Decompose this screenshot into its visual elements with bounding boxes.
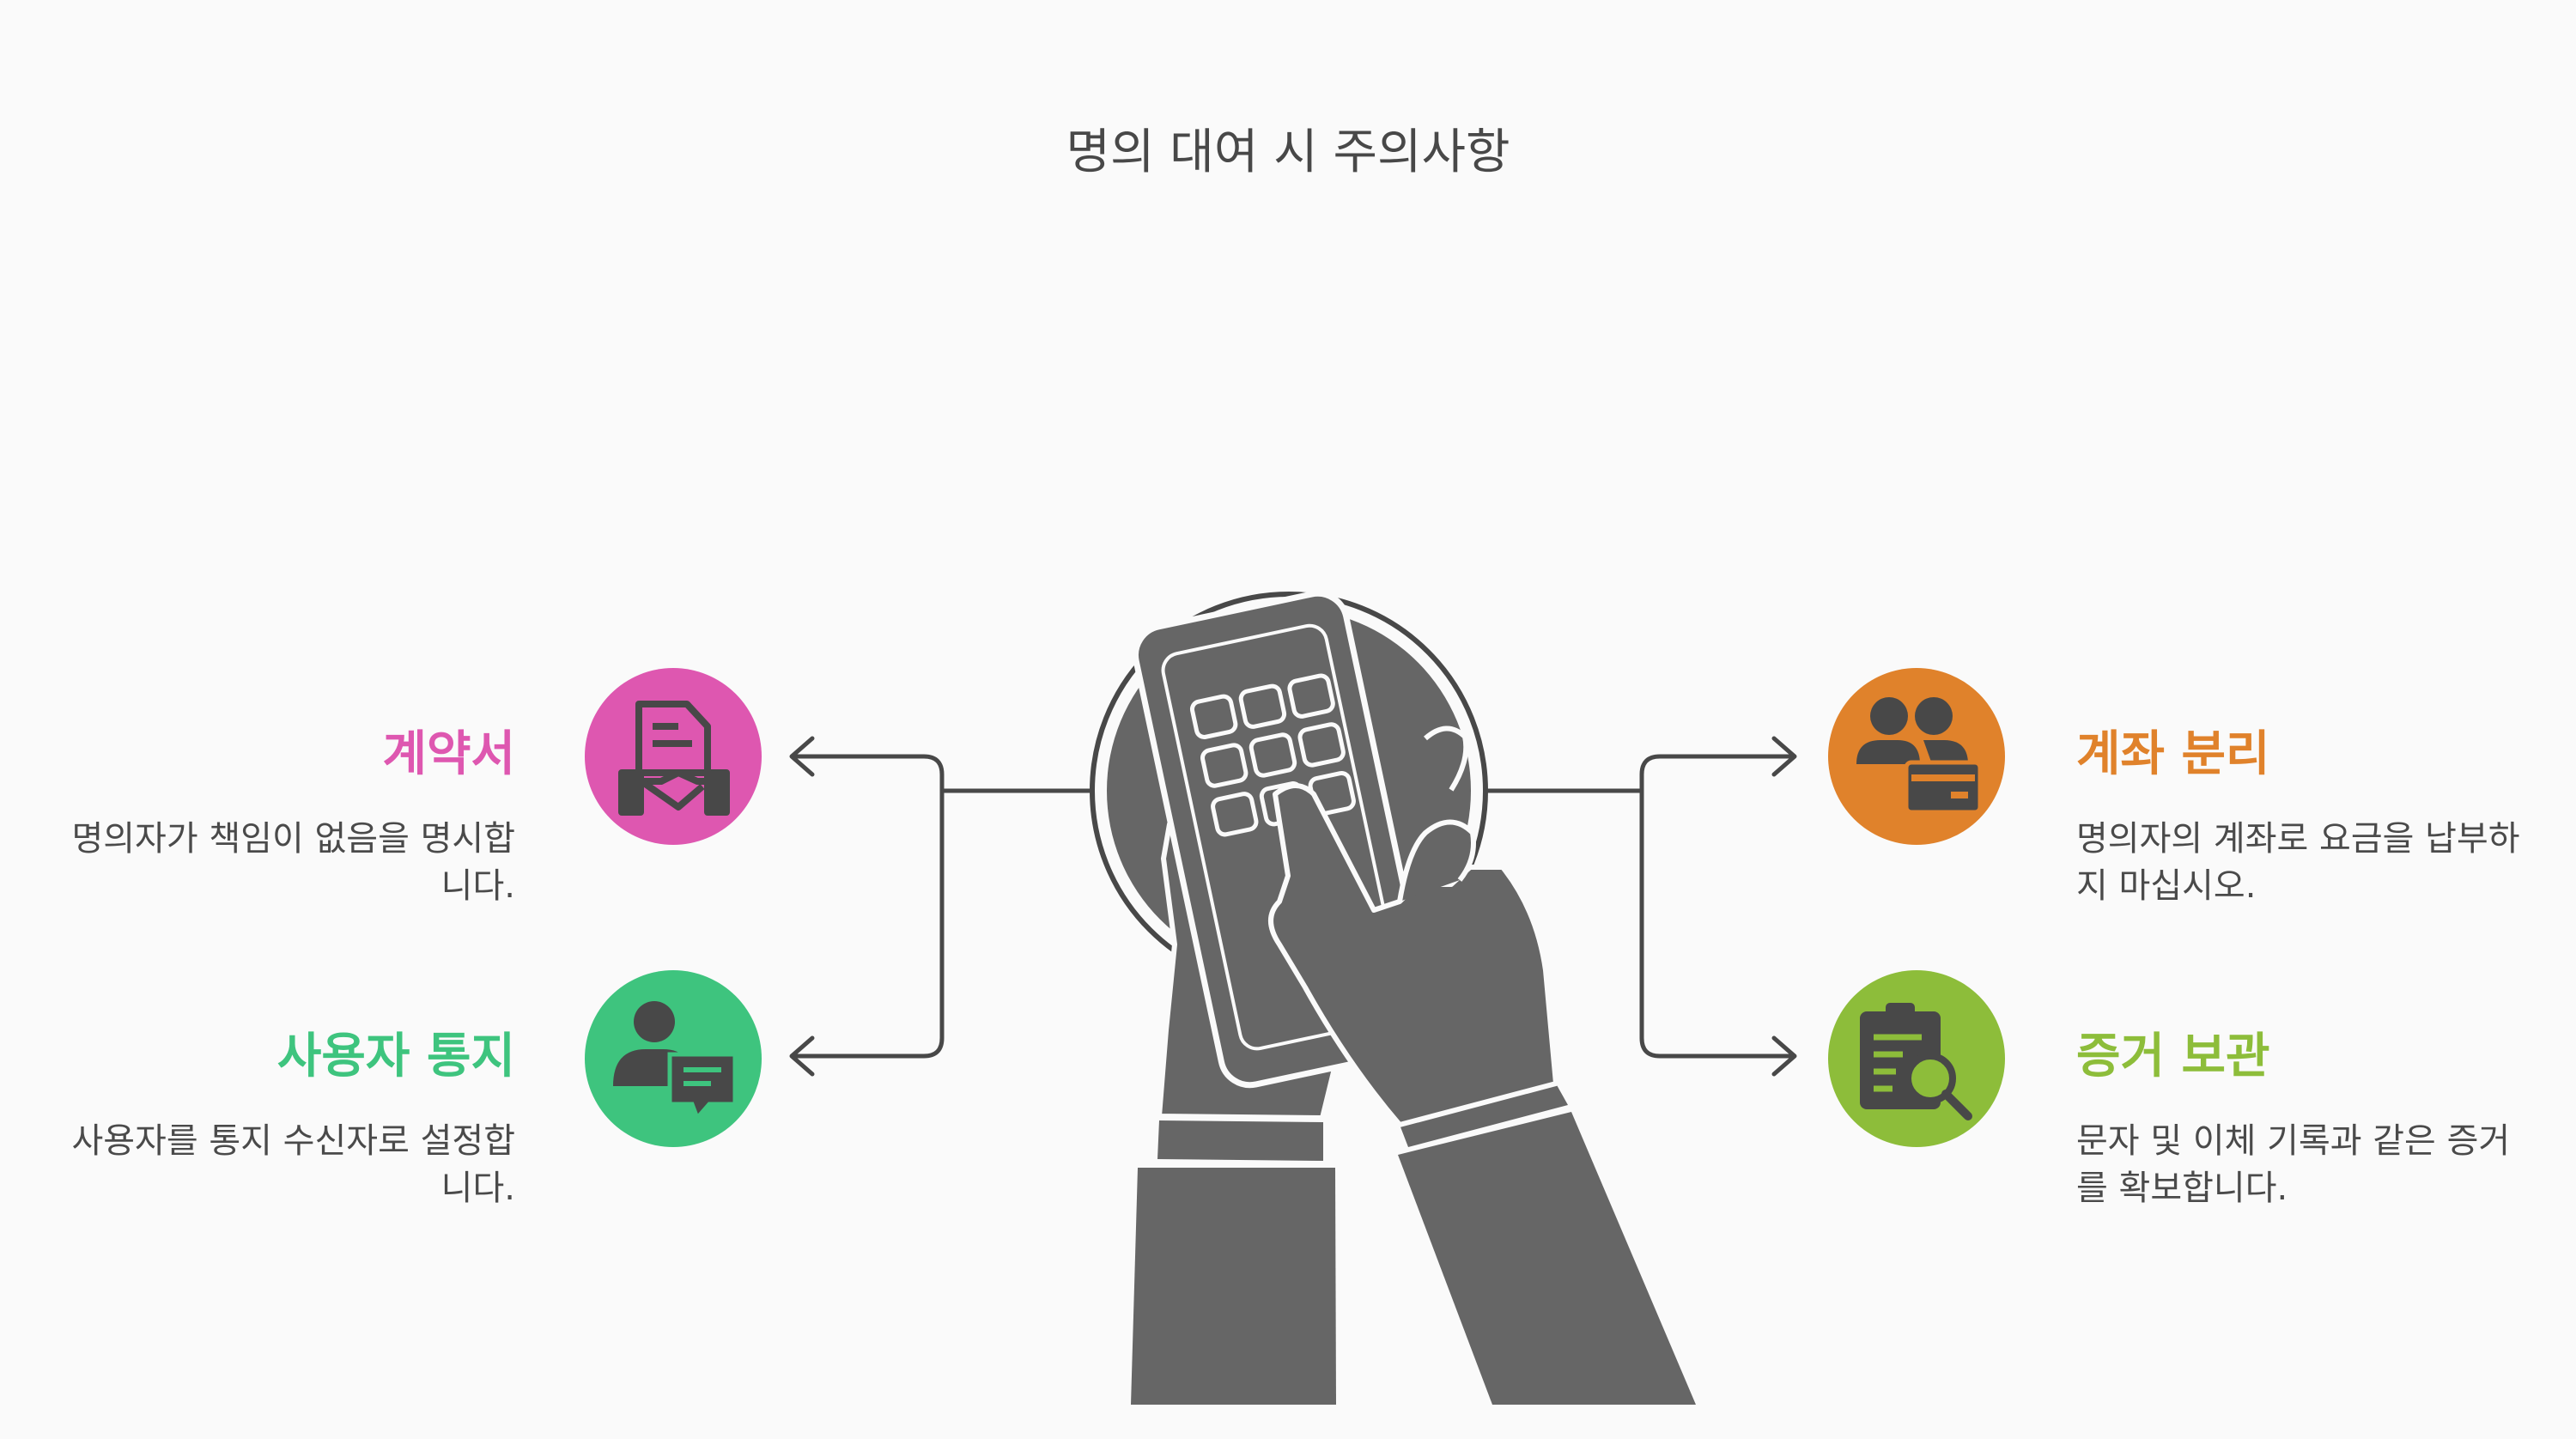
- notify-description: 사용자를 통지 수신자로 설정합니다.: [71, 1121, 515, 1208]
- account-circle: [1828, 668, 2005, 845]
- contract-circle: [585, 668, 762, 845]
- arrowhead-contract: [789, 736, 815, 777]
- user-message-icon: [613, 1001, 738, 1122]
- arrowhead-account: [1771, 736, 1797, 777]
- evidence-description: 문자 및 이체 기록과 같은 증거를 확보합니다.: [2076, 1121, 2511, 1208]
- evidence-title: 증거 보관: [2076, 1029, 2270, 1084]
- users-card-icon: [1856, 697, 1983, 815]
- account-description: 명의자의 계좌로 요금을 납부하지 마십시오.: [2076, 819, 2520, 906]
- clipboard-search-icon: [1860, 1003, 1972, 1120]
- hands-phone-keypad-icon: [1090, 590, 1696, 1405]
- arrowhead-evidence: [1771, 1035, 1797, 1077]
- connector-lines: [789, 736, 1797, 1077]
- page-title: 명의 대여 시 주의사항: [1066, 124, 1510, 180]
- connector-left-trunk: [791, 754, 1095, 793]
- notify-circle: [585, 970, 762, 1147]
- evidence-circle: [1828, 970, 2005, 1147]
- notify-title: 사용자 통지: [276, 1029, 515, 1084]
- contract-title: 계약서: [382, 726, 515, 782]
- account-title: 계좌 분리: [2076, 726, 2270, 782]
- contract-handshake-icon: [618, 701, 730, 816]
- connector-right-lower: [1639, 788, 1795, 1059]
- arrowhead-notify: [789, 1035, 815, 1077]
- connector-right-trunk: [1481, 754, 1795, 793]
- connector-left-lower: [791, 788, 945, 1059]
- contract-description: 명의자가 책임이 없음을 명시합니다.: [71, 819, 515, 906]
